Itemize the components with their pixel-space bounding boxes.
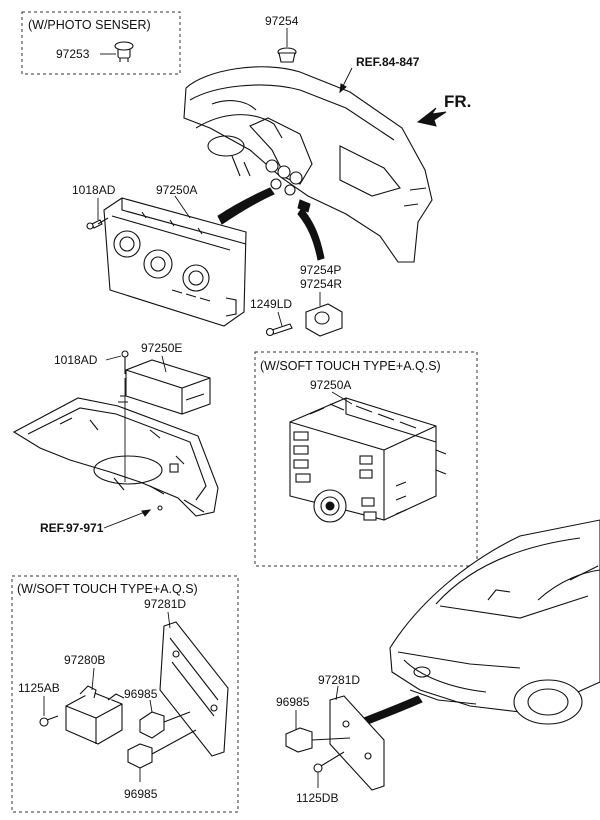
center-fascia-panel [12,397,219,517]
callout-arrow-to-97254p [297,207,325,261]
aqs-clip-96985-lower [127,729,197,769]
screw-1125db [313,751,345,773]
callout-arrow-to-car [363,695,423,725]
leader-97250e [161,355,167,373]
photo-sensor-part [114,41,134,62]
photo-sensor-group-label: (W/PHOTO SENSER) [28,18,151,32]
leader-97250a-main [174,195,191,219]
label-97254: 97254 [265,14,299,28]
crash-pad-dashboard [183,66,433,263]
front-direction-label: FR. [444,92,471,111]
screw-1125ab [39,715,59,727]
sensor-bracket-97254p [305,303,343,337]
label-1249ld: 1249LD [250,297,292,311]
leader-ref-97-971 [103,509,151,529]
callout-arrow-to-dash [217,187,275,225]
leader-97280b [91,667,95,691]
aqs-clip-96985-upper [139,711,191,739]
ref-97-971-label: REF.97-971 [40,521,104,535]
bumper-bracket-97281d [329,695,385,791]
label-97254r: 97254R [300,277,342,291]
soft-touch-group-label: (W/SOFT TOUCH TYPE+A.Q.S) [260,359,441,373]
vehicle-front-view [389,519,600,725]
soft-touch-group-box [254,351,478,567]
leader-96985-upper [149,699,153,713]
label-96985-upper: 96985 [124,687,158,701]
leader-1249ld [277,311,283,327]
aqs-bracket-97281d [159,621,229,757]
label-97254p: 97254P [300,263,341,277]
ref-84-847-label: REF.84-847 [356,55,420,69]
leader-ref-84-847-arrow [339,83,347,94]
leader-97250a-alt [331,391,353,405]
photo-sensor-group-box [21,11,181,75]
label-1018ad-lower: 1018AD [54,353,98,367]
label-97280b: 97280B [64,653,105,667]
soft-touch-control-97250a [289,397,447,523]
leader-ref-97-971-arrow [141,509,152,517]
front-arrow-icon [416,107,447,127]
aqs-group-box [11,575,239,813]
label-96985-lower: 96985 [124,787,158,801]
label-1125ab: 1125AB [18,681,60,695]
aqs-group-label: (W/SOFT TOUCH TYPE+A.Q.S) [17,582,198,596]
leader-97281d-car [335,685,339,701]
label-97250e: 97250E [141,341,182,355]
label-97281d-car: 97281D [318,673,360,687]
leader-1018ad-lower [105,355,122,361]
screw-1249ld [265,323,293,337]
label-1018ad-upper: 1018AD [72,183,116,197]
label-1125db: 1125DB [296,791,338,805]
label-97281d-box: 97281D [144,597,186,611]
leader-97281d-box [167,611,171,629]
screw-1018ad-lower [121,350,129,374]
sensor-97254-part [277,47,297,63]
screw-1018ad-upper [86,217,109,230]
control-module-97250e [118,359,211,415]
label-96985-car: 96985 [276,695,310,709]
heater-control-unit-97250a [103,197,247,327]
label-97250a-alt: 97250A [310,378,351,392]
bumper-clip-96985 [285,727,351,753]
label-97253: 97253 [56,47,90,61]
label-97250a-main: 97250A [156,183,197,197]
aqs-sensor-97280b [65,685,125,745]
